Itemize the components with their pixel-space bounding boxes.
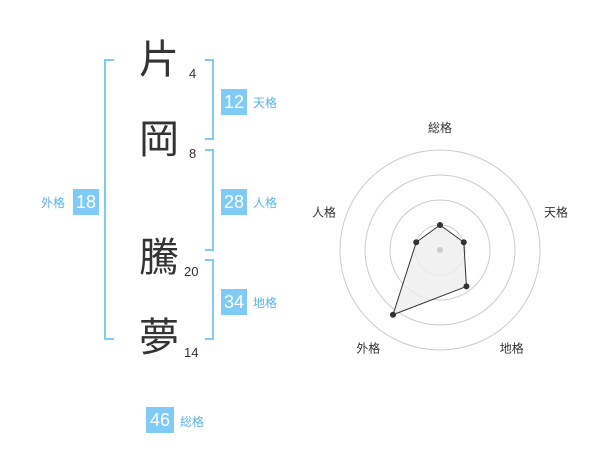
chikaku-bracket	[205, 259, 214, 340]
radar-series-polygon	[392, 224, 467, 316]
kanji-3: 騰	[139, 235, 179, 281]
radar-axis-label-5: 人格	[312, 204, 336, 219]
kanji-2: 岡	[139, 117, 179, 163]
radar-center-dot	[437, 247, 443, 253]
jinkaku-bracket	[205, 149, 214, 251]
tenkaku-badge: 12	[221, 89, 247, 115]
radar-point-2	[460, 239, 467, 246]
radar-ring-4	[339, 149, 541, 351]
jinkaku-badge: 28	[221, 189, 247, 215]
chikaku-badge: 34	[221, 289, 247, 315]
radar-point-5	[413, 239, 420, 246]
radar-axis-label-3: 地格	[500, 341, 524, 356]
radar-point-4	[389, 311, 396, 318]
chikaku-label: 地格	[253, 296, 278, 310]
kanji-1: 片	[139, 37, 179, 83]
gaikaku-badge: 18	[73, 189, 99, 215]
gaikaku-bracket	[104, 59, 114, 340]
tenkaku-label: 天格	[253, 96, 278, 110]
soukaku-label: 総格	[180, 415, 205, 429]
stroke-count-1: 4	[189, 66, 197, 81]
stroke-count-3: 20	[184, 264, 199, 279]
radar-ring-2	[389, 199, 491, 301]
stroke-count-4: 14	[184, 345, 199, 360]
gaikaku-label: 外格	[41, 196, 66, 210]
radar-axis-label-2: 天格	[544, 204, 568, 219]
radar-axis-label-1: 総格	[428, 120, 452, 135]
soukaku-badge: 46	[146, 407, 174, 433]
radar-point-1	[437, 222, 443, 228]
kanji-4: 夢	[139, 315, 179, 361]
radar-axis-label-4: 外格	[356, 341, 380, 356]
radar-point-3	[463, 283, 470, 290]
tenkaku-bracket	[205, 59, 214, 140]
radar-ring-3	[364, 174, 516, 326]
jinkaku-label: 人格	[253, 196, 278, 210]
stroke-count-2: 8	[189, 146, 197, 161]
